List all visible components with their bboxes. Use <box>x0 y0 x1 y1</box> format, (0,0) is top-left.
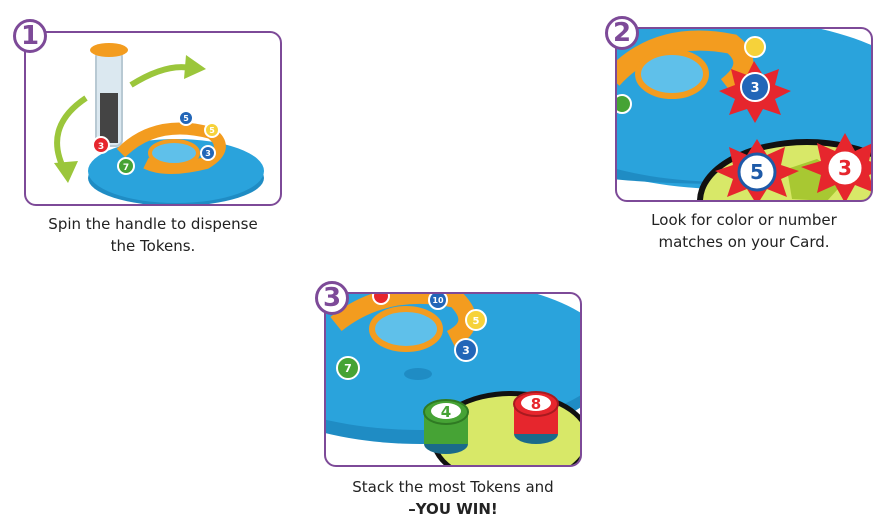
token-label: 3 <box>98 142 104 152</box>
token <box>428 294 448 310</box>
step-3-badge: 3 <box>315 281 349 315</box>
stacked-token-label: 8 <box>531 395 541 413</box>
token-label: 5 <box>183 114 189 123</box>
win-illustration: 10 5 3 7 4 8 <box>326 294 580 465</box>
step-1-caption-line-2: the Tokens. <box>110 237 196 255</box>
step-1-image-panel: 3 7 5 5 3 <box>24 31 282 206</box>
step-2-image-panel: 3 5 3 <box>615 27 873 202</box>
token-label: 3 <box>462 344 470 357</box>
token-label: 10 <box>432 296 444 305</box>
step-3-caption-line-2: –YOU WIN! <box>408 500 498 518</box>
token <box>740 72 770 102</box>
token-label: 7 <box>344 362 352 375</box>
step-1-caption: Spin the handle to dispense the Tokens. <box>24 213 282 257</box>
token <box>200 145 216 161</box>
token-label: 3 <box>205 149 211 158</box>
step-3-caption: Stack the most Tokens and –YOU WIN! <box>324 476 582 520</box>
step-1-caption-line-1: Spin the handle to dispense <box>48 215 258 233</box>
spinner-illustration: 3 7 5 5 3 <box>54 43 264 204</box>
token <box>178 110 194 126</box>
step-2-number: 2 <box>612 18 632 48</box>
step-3-number: 3 <box>322 283 342 313</box>
token-label: 5 <box>473 316 480 327</box>
match-illustration: 3 5 3 <box>617 29 871 200</box>
token <box>117 157 135 175</box>
step-3-image-panel: 10 5 3 7 4 8 <box>324 292 582 467</box>
token-label: 5 <box>209 126 215 135</box>
step-1-number: 1 <box>20 21 40 51</box>
token <box>92 136 110 154</box>
step-2-badge: 2 <box>605 16 639 50</box>
token-label: 3 <box>750 81 759 96</box>
token <box>372 294 390 305</box>
step-2-caption-line-1: Look for color or number <box>651 211 837 229</box>
stacked-token-label: 4 <box>441 403 451 421</box>
token-label: 7 <box>123 163 129 173</box>
card-number <box>737 152 777 192</box>
step-1-badge: 1 <box>13 19 47 53</box>
step-2-caption-line-2: matches on your Card. <box>658 233 830 251</box>
card-number-label: 3 <box>838 156 852 180</box>
token <box>454 338 478 362</box>
token <box>204 122 220 138</box>
step-2-caption: Look for color or number matches on your… <box>615 209 873 253</box>
step-3-caption-line-1: Stack the most Tokens and <box>352 478 554 496</box>
card-number-label: 5 <box>750 160 764 184</box>
card-number <box>825 148 865 188</box>
token <box>465 309 487 331</box>
token <box>336 356 360 380</box>
